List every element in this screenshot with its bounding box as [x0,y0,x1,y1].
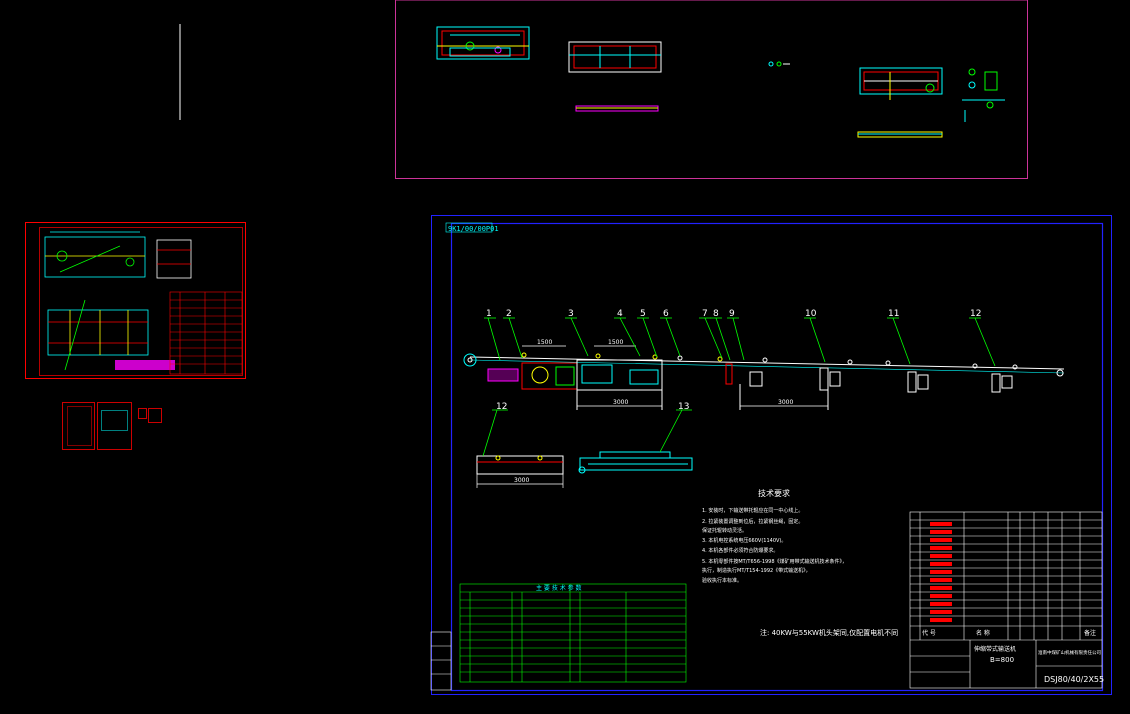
tech-requirements: 技术要求 1. 安装时，下输送带托辊应在同一中心线上。 2. 拉紧装置调整到位后… [702,488,847,584]
callout-label: 6 [663,309,669,319]
callout-label: 3 [568,309,574,319]
callout-label: 1 [486,309,492,319]
callout-label: 8 [713,309,719,319]
detail-view-13[interactable] [578,409,693,474]
dim-text: 1500 [608,339,623,346]
product-name: 伸缩带式输送机 [974,645,1016,653]
dim-text: 1500 [537,339,552,346]
col-name-header: 名 称 [976,629,990,637]
left-sheet-drawing [44,231,192,371]
tech-req-title: 技术要求 [758,488,790,498]
detail-view-12[interactable] [476,409,564,488]
top-drawing-1 [436,26,530,60]
title-block-texts: 代 号 名 称 备注 伸缩带式输送机 B=800 淮南中煤矿山机械有限责任公司 … [922,629,1104,684]
dimension-texts: 1500 1500 3000 3000 [537,339,793,406]
tech-req-line: 3. 本机电控系统电压660V(1140V)。 [702,537,786,544]
callout-label: 12 [970,309,981,319]
parameters-table [459,583,687,683]
dim-text: 3000 [613,399,628,406]
top-drawing-3 [857,67,943,138]
main-sheet[interactable] [431,215,1112,695]
callout-label: 4 [617,309,623,319]
drawing-tag-text: 9K1/00/00P01 [448,225,499,233]
callout-label: 9 [729,309,735,319]
top-drawing-4 [962,68,1005,122]
left-sheet-parts-table [169,291,243,375]
motor-note: 注: 40KW与55KW机头架同,仅配置电机不同 [760,628,898,637]
tech-req-line: 5. 本机零部件按MT/T656-1998《煤矿用带式输送机技术条件》， [702,558,847,565]
title-block-red-names [930,522,952,622]
small-sheets[interactable] [62,402,162,450]
detail-callout-label: 13 [678,402,689,412]
top-symbols [768,61,790,67]
drawing-number: DSJ80/40/2X55 [1044,675,1104,684]
dimension-lines [522,345,828,407]
callout-label: 10 [805,309,817,319]
callout-label: 2 [506,309,512,319]
parameters-table-title: 主 要 技 术 参 数 [536,584,582,592]
conveyor-elevation[interactable] [463,352,1065,410]
drawing-tag: 9K1/00/00P01 [445,222,499,233]
callout-label: 11 [888,309,899,319]
tech-req-line: 保证托辊转动灵活。 [702,527,747,534]
top-drawing-2 [568,41,662,112]
revision-column [430,631,452,691]
dim-text: 3000 [778,399,793,406]
col-remark-header: 备注 [1084,629,1096,637]
callout-labels: 1 2 3 4 5 6 7 8 9 10 11 12 [486,309,981,319]
product-spec: B=800 [990,656,1014,664]
callout-leaders [484,317,996,367]
left-sheet[interactable] [25,222,246,379]
tech-req-line: 4. 本机各部件必须符合防爆要求。 [702,547,778,554]
callout-label: 5 [640,309,646,319]
tech-req-line: 执行，制造执行MT/T154-1992《带式输送机》， [702,567,811,574]
tech-req-line: 2. 拉紧装置调整到位后，拉紧钢丝绳，固定。 [702,518,803,525]
detail-callout-label: 12 [496,402,507,412]
top-sheet[interactable] [395,0,1028,179]
title-block [909,511,1103,689]
callout-label: 7 [702,309,708,319]
tech-req-line: 验收执行本标准。 [702,577,742,584]
detail-dim-text: 3000 [514,477,529,484]
tech-req-line: 1. 安装时，下输送带托辊应在同一中心线上。 [702,507,803,514]
col-no-header: 代 号 [922,629,936,637]
company-name: 淮南中煤矿山机械有限责任公司 [1038,649,1101,656]
